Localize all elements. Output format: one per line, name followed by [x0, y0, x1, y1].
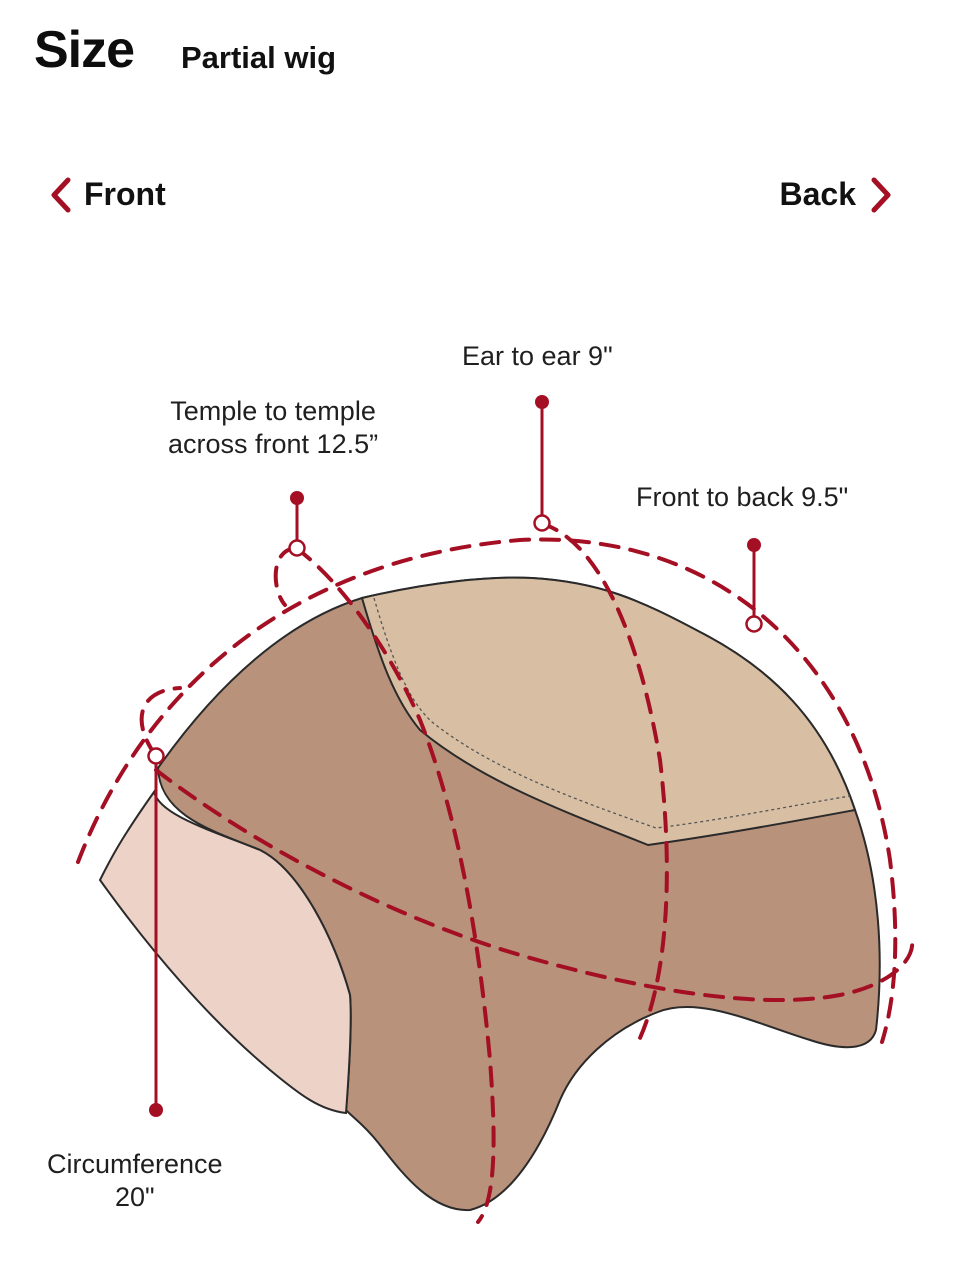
circumference-text-2: 20" — [114, 1182, 155, 1212]
circumference-dot — [149, 1103, 163, 1117]
chevron-left-icon — [51, 177, 71, 212]
front-to-back-anchor — [745, 615, 763, 633]
temple-dot — [290, 491, 304, 505]
ear-to-ear-anchor — [533, 514, 551, 532]
back-view-button[interactable]: Back — [780, 176, 893, 213]
page-title: Size — [34, 21, 135, 79]
circumference-text-1: Circumference — [47, 1149, 223, 1179]
temple-anchor — [288, 539, 306, 557]
cap-top-panel — [360, 576, 857, 847]
front-to-back-dot — [747, 538, 761, 552]
front-to-back-line — [294, 546, 496, 1224]
ear-to-ear-text: Ear to ear 9" — [462, 341, 613, 371]
ear-tab — [98, 789, 352, 1115]
page-subtitle: Partial wig — [181, 40, 337, 75]
cap-stitching — [373, 597, 851, 829]
front-view-label: Front — [84, 176, 166, 212]
temple-label: Temple to temple across front 12.5” — [168, 395, 378, 461]
front-view-button[interactable]: Front — [50, 176, 166, 213]
ear-to-ear-line — [538, 521, 669, 1040]
front-to-back-label: Front to back 9.5" — [636, 481, 848, 514]
temple-text-1: Temple to temple — [170, 396, 376, 426]
chevron-right-icon — [871, 177, 891, 212]
ear-to-ear-label: Ear to ear 9" — [462, 340, 613, 373]
circumference-band — [154, 768, 915, 1003]
circumference-label: Circumference 20" — [47, 1148, 223, 1214]
back-view-label: Back — [779, 176, 857, 212]
temple-text-2: across front 12.5” — [168, 429, 379, 459]
circumference-anchor — [147, 747, 165, 765]
circumference-line — [76, 537, 898, 1044]
front-to-back-text: Front to back 9.5" — [636, 482, 849, 512]
ear-to-ear-dot — [535, 395, 549, 409]
